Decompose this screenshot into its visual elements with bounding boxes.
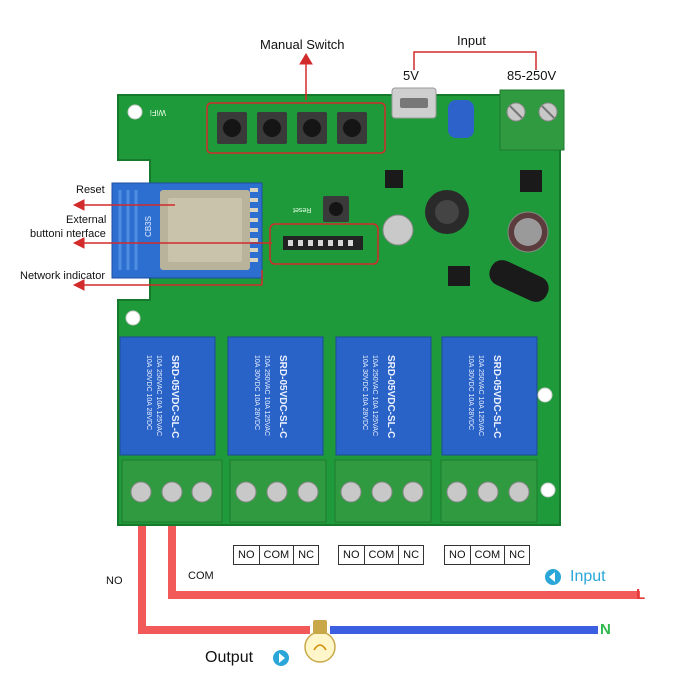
terminal-nc: NC xyxy=(298,549,315,561)
relay-rating: 10A 250VAC 10A 125VAC xyxy=(155,355,162,437)
live-wire-com xyxy=(168,520,640,599)
voltage-mains-label: 85-250V xyxy=(507,68,557,83)
output-arrow-icon xyxy=(273,650,289,666)
terminal-nc: NC xyxy=(403,549,420,561)
terminal-legend-1: NO COM NC xyxy=(233,545,320,565)
relay-model: SRD-05VDC-SL-C xyxy=(277,355,288,439)
terminal-com: COM xyxy=(471,546,506,564)
relay-model: SRD-05VDC-SL-C xyxy=(385,355,396,439)
manual-switch-buttons xyxy=(206,102,386,154)
relay-rating: 10A 30VDC 10A 28VDC xyxy=(361,355,368,431)
header-highlight xyxy=(269,223,379,265)
relay-rating: 10A 250VAC 10A 125VAC xyxy=(477,355,484,437)
reset-label: Reset xyxy=(76,184,105,196)
terminal-com: COM xyxy=(365,546,400,564)
module-code-label: CB3S xyxy=(143,216,153,237)
relay-rating: 10A 250VAC 10A 125VAC xyxy=(263,355,270,437)
relay-2 xyxy=(227,336,324,456)
callout-arrows xyxy=(72,51,537,291)
input-right-label: Input xyxy=(570,568,606,585)
relay-3-label: SRD-05VDC-SL-C 10A 250VAC 10A 125VAC 10A… xyxy=(344,345,424,449)
wifi-module xyxy=(111,182,263,279)
relay-model: SRD-05VDC-SL-C xyxy=(169,355,180,439)
relay-2-label: SRD-05VDC-SL-C 10A 250VAC 10A 125VAC 10A… xyxy=(236,345,316,449)
button-interface-label: buttoni nterface xyxy=(30,228,106,240)
relay-rating: 10A 30VDC 10A 28VDC xyxy=(253,355,260,431)
relay-rating: 10A 30VDC 10A 28VDC xyxy=(467,355,474,431)
mount-hole xyxy=(540,482,556,498)
terminal-no: NO xyxy=(339,546,365,564)
terminal-legend-3: NO COM NC xyxy=(444,545,531,565)
neutral-label: N xyxy=(600,621,611,638)
light-bulb-icon xyxy=(304,620,336,663)
relay-1-label: SRD-05VDC-SL-C 10A 250VAC 10A 125VAC 10A… xyxy=(128,345,208,449)
mount-hole xyxy=(127,104,143,120)
relay-4-label: SRD-05VDC-SL-C 10A 250VAC 10A 125VAC 10A… xyxy=(450,345,530,449)
output-label: Output xyxy=(205,649,254,666)
capacitor xyxy=(382,214,414,246)
no-wire-label: NO xyxy=(106,575,123,587)
ic-chip xyxy=(385,170,403,188)
network-indicator-label: Network indicator xyxy=(20,270,105,282)
relay-4 xyxy=(441,336,538,456)
voltage-5v-label: 5V xyxy=(403,68,419,83)
com-wire-label: COM xyxy=(188,570,214,582)
relay-terminals xyxy=(121,459,538,523)
wiring xyxy=(138,520,640,634)
live-wire-no xyxy=(138,520,310,634)
power-terminal xyxy=(499,89,565,151)
ic-chip xyxy=(448,266,470,286)
relay-3 xyxy=(335,336,432,456)
mount-hole xyxy=(125,310,141,326)
mount-hole xyxy=(537,387,553,403)
terminal-no: NO xyxy=(445,546,471,564)
terminal-com: COM xyxy=(260,546,295,564)
manual-switch-highlight xyxy=(206,102,386,154)
safety-capacitor xyxy=(448,100,474,138)
board-reset-label: Reset xyxy=(293,206,312,213)
relays xyxy=(119,336,538,456)
line-label: L xyxy=(636,586,646,603)
relay-rating: 10A 30VDC 10A 28VDC xyxy=(145,355,152,431)
header-pins xyxy=(269,223,379,265)
board-wifi-label: WiFi xyxy=(150,108,166,117)
ic-chip xyxy=(520,170,542,192)
relay-rating: 10A 250VAC 10A 125VAC xyxy=(371,355,378,437)
relay-model: SRD-05VDC-SL-C xyxy=(491,355,502,439)
input-top-label: Input xyxy=(457,33,486,48)
manual-switch-label: Manual Switch xyxy=(260,37,345,52)
relay-1 xyxy=(119,336,216,456)
terminal-nc: NC xyxy=(509,549,526,561)
terminal-no: NO xyxy=(234,546,260,564)
external-label: External xyxy=(66,214,107,226)
terminal-legend-2: NO COM NC xyxy=(338,545,425,565)
antenna-coil xyxy=(489,260,549,302)
input-arrow-icon xyxy=(545,569,561,585)
